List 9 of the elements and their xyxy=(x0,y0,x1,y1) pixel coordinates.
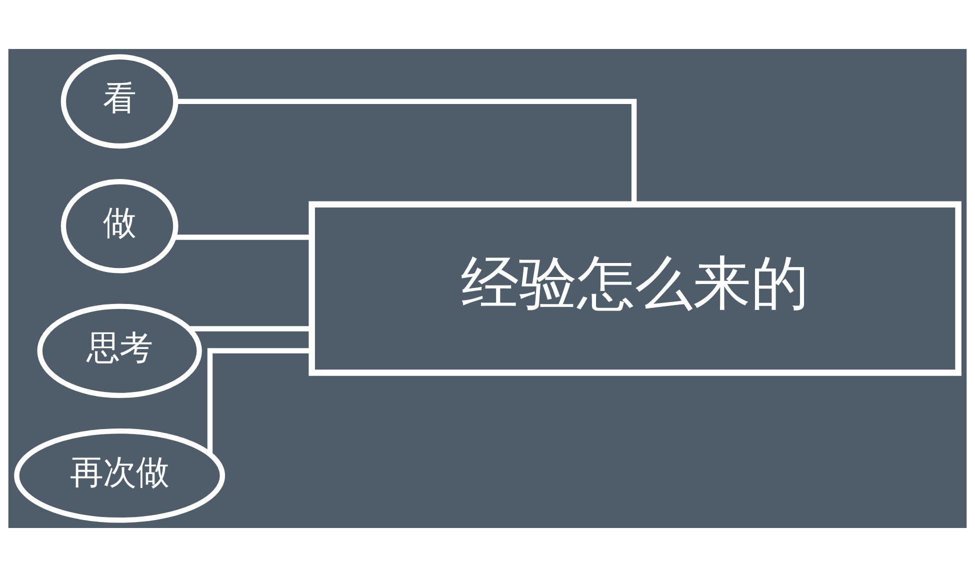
connector xyxy=(174,234,312,240)
node-ellipse: 思考 xyxy=(37,304,202,398)
node-ellipse: 看 xyxy=(60,54,178,149)
connector xyxy=(188,326,312,332)
node-ellipse: 再次做 xyxy=(14,428,226,523)
node-ellipse: 做 xyxy=(60,179,178,274)
connector xyxy=(176,98,637,204)
connector xyxy=(207,348,312,454)
node-box: 经验怎么来的 xyxy=(308,201,962,376)
